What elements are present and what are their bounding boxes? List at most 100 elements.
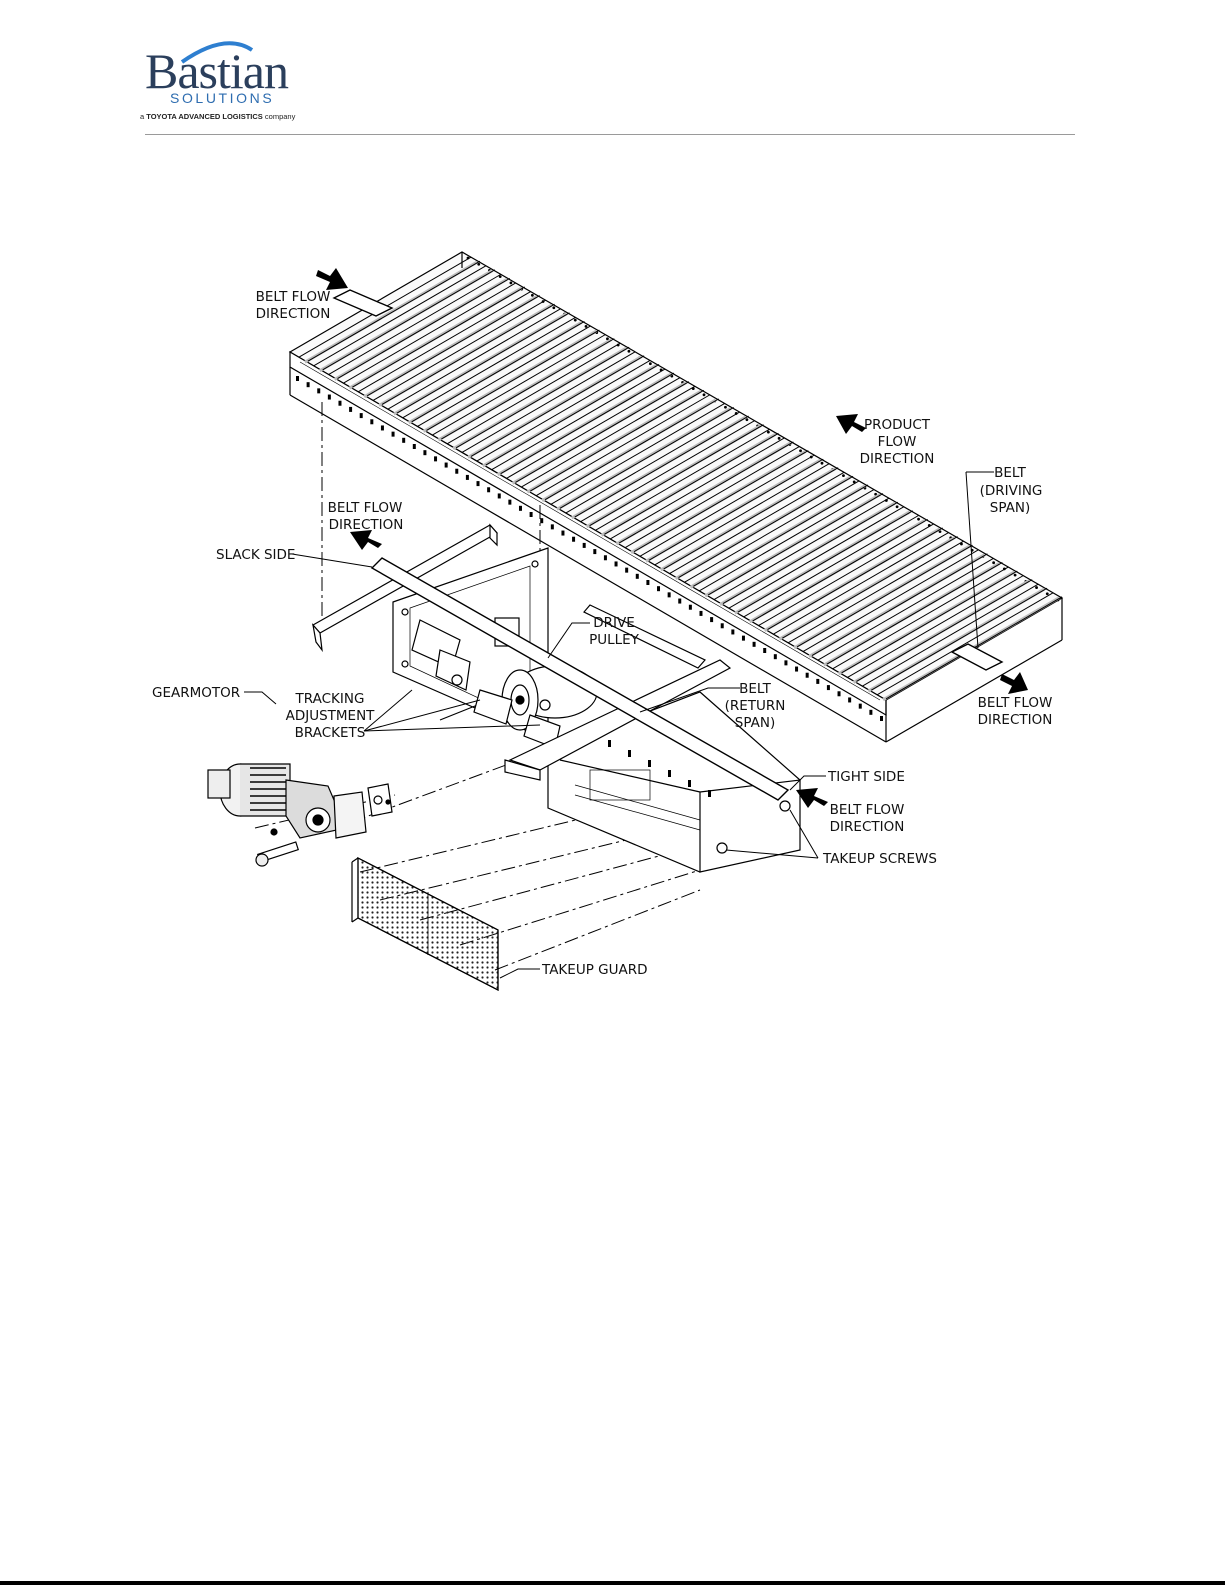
frame-hole (370, 419, 373, 424)
frame-hole (519, 506, 522, 511)
frame-hole (710, 617, 713, 622)
arrow-belt-flow-bottom-icon (796, 788, 828, 808)
frame-hole (625, 568, 628, 573)
frame-hole (848, 697, 851, 702)
label-product-flow-3: DIRECTION (860, 451, 935, 467)
frame-hole (349, 407, 352, 412)
frame-hole (784, 660, 787, 665)
frame-hole (510, 281, 513, 284)
frame-hole (649, 362, 652, 365)
frame-hole (360, 413, 363, 418)
frame-hole (530, 512, 533, 517)
frame-hole (678, 599, 681, 604)
label-belt-flow-bottom-1: BELT FLOW (830, 802, 905, 818)
frame-hole (317, 388, 320, 393)
frame-hole (1014, 574, 1017, 577)
label-belt-flow-right-2: DIRECTION (978, 712, 1053, 728)
label-product-flow-1: PRODUCT (864, 417, 931, 433)
frame-hole (827, 685, 830, 690)
frame-hole (307, 382, 310, 387)
label-takeup-guard: TAKEUP GUARD (541, 962, 647, 978)
takeup-guard (352, 858, 498, 990)
frame-hole (799, 449, 802, 452)
frame-hole (540, 518, 543, 523)
label-tracking-2: ADJUSTMENT (286, 708, 376, 724)
page-bottom-border (0, 1581, 1225, 1585)
frame-hole (699, 611, 702, 616)
label-belt-flow-mid-2: DIRECTION (329, 517, 404, 533)
label-belt-return-3: SPAN) (735, 715, 775, 731)
frame-hole (657, 586, 660, 591)
arrow-belt-flow-top-icon (316, 268, 348, 290)
frame-hole (615, 561, 618, 566)
frame-hole (778, 437, 781, 440)
frame-hole (583, 543, 586, 548)
frame-hole (721, 623, 724, 628)
arrow-belt-flow-right-icon (1000, 672, 1028, 694)
frame-hole (434, 456, 437, 461)
label-belt-driving-1: BELT (994, 465, 1026, 481)
frame-hole (585, 325, 588, 328)
frame-hole (992, 561, 995, 564)
frame-hole (477, 263, 480, 266)
frame-hole (328, 395, 331, 400)
frame-hole (746, 418, 749, 421)
frame-hole (628, 350, 631, 353)
frame-hole (859, 704, 862, 709)
frame-hole (477, 481, 480, 486)
frame-hole (1035, 586, 1038, 589)
label-drive-pulley-2: PULLEY (589, 632, 640, 648)
frame-hole (552, 306, 555, 309)
label-belt-return-1: BELT (739, 681, 771, 697)
frame-hole (917, 518, 920, 521)
frame-hole (842, 474, 845, 477)
frame-hole (604, 555, 607, 560)
frame-hole (742, 636, 745, 641)
frame-hole (646, 580, 649, 585)
frame-hole (869, 710, 872, 715)
label-belt-return-2: (RETURN (725, 698, 786, 714)
frame-hole (724, 406, 727, 409)
gearmotor (208, 764, 392, 866)
frame-hole (487, 487, 490, 492)
label-belt-flow-bottom-2: DIRECTION (830, 819, 905, 835)
frame-hole (816, 679, 819, 684)
frame-hole (593, 549, 596, 554)
label-belt-flow-top-2: DIRECTION (256, 306, 331, 322)
frame-hole (561, 531, 564, 536)
frame-hole (338, 401, 341, 406)
frame-hole (767, 431, 770, 434)
arrow-product-flow-icon (836, 414, 866, 434)
frame-hole (753, 642, 756, 647)
frame-hole (774, 654, 777, 659)
frame-hole (703, 393, 706, 396)
frame-hole (838, 691, 841, 696)
label-drive-pulley-1: DRIVE (593, 615, 635, 631)
label-belt-flow-mid-1: BELT FLOW (328, 500, 403, 516)
frame-hole (689, 605, 692, 610)
frame-hole (413, 444, 416, 449)
label-tracking-3: BRACKETS (295, 725, 366, 741)
frame-hole (806, 673, 809, 678)
label-product-flow-2: FLOW (878, 434, 917, 450)
frame-hole (296, 376, 299, 381)
label-tracking-1: TRACKING (295, 691, 365, 707)
label-gearmotor: GEARMOTOR (152, 685, 240, 701)
frame-hole (381, 425, 384, 430)
frame-hole (466, 475, 469, 480)
frame-hole (498, 493, 501, 498)
frame-hole (508, 500, 511, 505)
frame-hole (668, 592, 671, 597)
frame-hole (455, 469, 458, 474)
frame-hole (572, 537, 575, 542)
label-tight-side: TIGHT SIDE (827, 769, 905, 785)
frame-hole (763, 648, 766, 653)
frame-hole (574, 319, 577, 322)
frame-hole (636, 574, 639, 579)
frame-hole (423, 450, 426, 455)
arrow-belt-flow-mid-icon (350, 530, 382, 550)
label-belt-driving-2: (DRIVING (980, 483, 1043, 499)
frame-hole (896, 505, 899, 508)
frame-hole (402, 438, 405, 443)
